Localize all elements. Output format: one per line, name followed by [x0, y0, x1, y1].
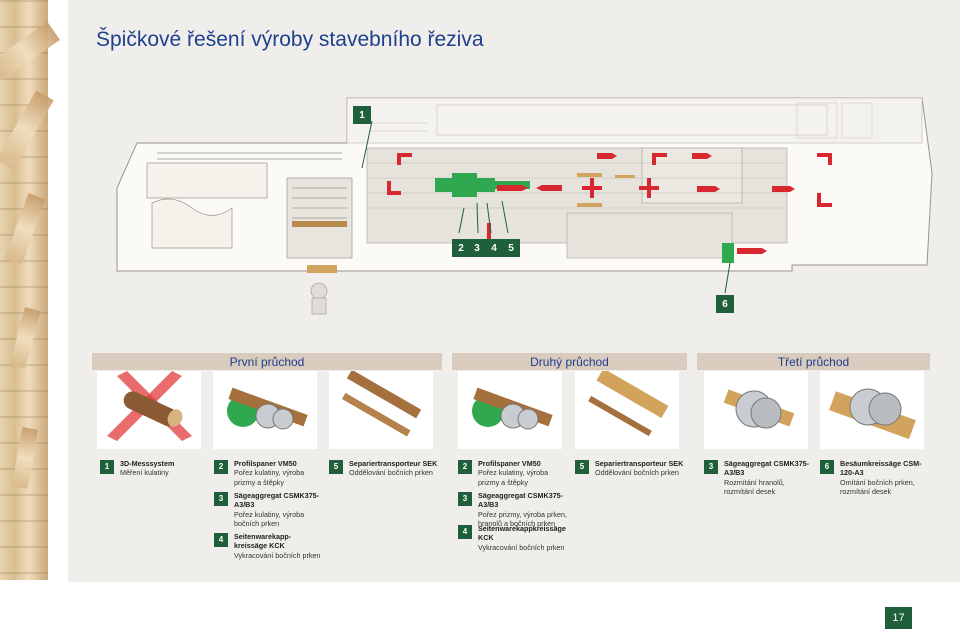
page-number: 17 — [885, 607, 912, 629]
plan-marker-1: 1 — [353, 106, 371, 124]
legend-number: 3 — [458, 492, 472, 506]
page-title: Špičkové řešení výroby stavebního řeziva — [96, 28, 484, 51]
legend-name: Seitenwarekapp-kreissäge KCK — [234, 532, 292, 551]
legend-name: Sägeaggregat CSMK375-A3/B3 — [234, 491, 320, 510]
thumb-profiler — [213, 371, 317, 449]
legend-name: Separiertransporteur SEK — [595, 459, 684, 468]
pass-header-first: První průchod — [92, 353, 442, 370]
legend-number: 3 — [214, 492, 228, 506]
thumb-edger — [820, 371, 924, 449]
pass-label: První průchod — [229, 354, 305, 369]
legend-number: 3 — [704, 460, 718, 474]
pass-header-third: Třetí průchod — [697, 353, 930, 370]
plan-marker-6: 6 — [716, 295, 734, 313]
plan-marker-4: 4 — [485, 239, 503, 257]
legend-desc: Vykracování bočních prken — [234, 550, 321, 560]
legend-desc: Měření kulatiny — [120, 468, 169, 478]
legend-number: 4 — [458, 525, 472, 539]
legend-desc: Pořez prizmy, výroba prken, hranolů a bo… — [478, 509, 567, 529]
legend-name: Besäumkreissäge CSM-120-A3 — [840, 459, 922, 478]
pass-header-second: Druhý průchod — [452, 353, 687, 370]
thumb-separator — [329, 371, 433, 449]
plan-marker-5: 5 — [502, 239, 520, 257]
legend-number: 5 — [575, 460, 589, 474]
legend-name: Seitenwarekappkreissäge KCK — [478, 524, 566, 543]
thumb-separator-2 — [575, 371, 679, 449]
legend-desc: Oddělování bočních prken — [349, 468, 433, 478]
pass-label: Druhý průchod — [530, 354, 609, 369]
legend-name: Sägeaggregat CSMK375-A3/B3 — [478, 491, 564, 510]
legend-name: 3D-Messsystem — [120, 459, 175, 468]
thumb-3d-measurement — [97, 371, 201, 449]
pass-label: Třetí průchod — [777, 354, 850, 369]
legend-name: Profilspaner VM50 — [478, 459, 541, 468]
wood-decoration — [0, 0, 60, 580]
legend-number: 2 — [458, 460, 472, 474]
content-panel — [68, 0, 960, 582]
legend-name: Separiertransporteur SEK — [349, 459, 438, 468]
sawmill-floor-plan — [116, 97, 933, 315]
plan-marker-2: 2 — [452, 239, 470, 257]
legend-number: 4 — [214, 533, 228, 547]
legend-number: 5 — [329, 460, 343, 474]
plan-marker-3: 3 — [468, 239, 486, 257]
legend-desc: Omítání bočních prken, rozmítání desek — [840, 477, 915, 497]
legend-desc: Oddělování bočních prken — [595, 468, 679, 478]
legend-number: 6 — [820, 460, 834, 474]
legend-desc: Rozmítání hranolů, rozmítání desek — [724, 477, 785, 497]
legend-number: 2 — [214, 460, 228, 474]
legend-desc: Pořez kulatiny, výroba prizmy a štěpky — [234, 468, 305, 487]
legend-number: 1 — [100, 460, 114, 474]
thumb-profiler-2 — [458, 371, 562, 449]
legend-desc: Pořez kulatiny, výroba bočních prken — [234, 509, 305, 529]
thumb-saw-unit — [704, 371, 808, 449]
legend-desc: Pořez kulatiny, výroba prizmy a štěpky — [478, 468, 549, 487]
legend-name: Profilspaner VM50 — [234, 459, 297, 468]
legend-name: Sägeaggregat CSMK375-A3/B3 — [724, 459, 810, 478]
legend-desc: Vykracování bočních prken — [478, 542, 565, 552]
